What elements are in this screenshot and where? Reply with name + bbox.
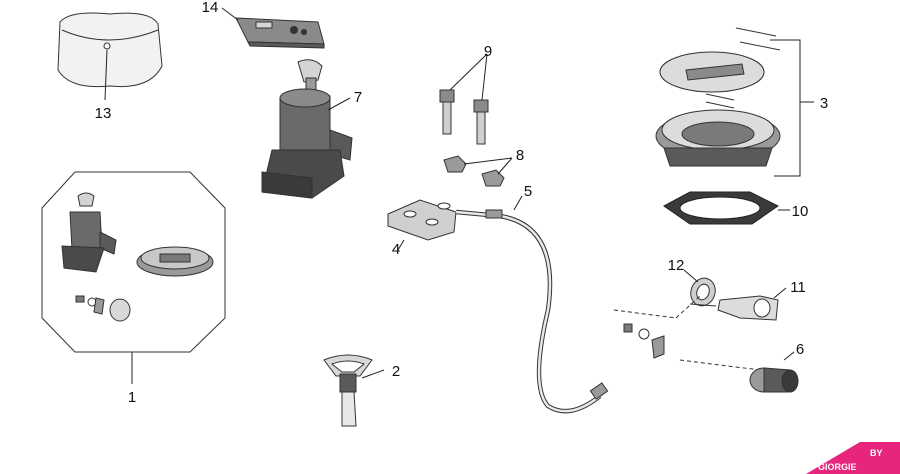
part-10-gasket xyxy=(663,191,779,225)
callout-5: 5 xyxy=(524,183,532,200)
callout-8: 8 xyxy=(516,147,524,164)
part-6-cylinder xyxy=(749,367,799,393)
leader-7 xyxy=(327,97,351,111)
leader-9 xyxy=(449,53,488,101)
callout-2: 2 xyxy=(392,363,400,380)
part-7-ignition-lock xyxy=(261,59,353,199)
brand-line-2: GIORGIE xyxy=(818,462,857,472)
brand-logo: BY GIORGIE xyxy=(806,442,900,474)
leader-8 xyxy=(463,157,513,175)
part-5-cable xyxy=(455,209,609,414)
callout-9: 9 xyxy=(484,43,492,60)
part-13-cover xyxy=(57,12,163,88)
part-3-fuel-cap xyxy=(655,27,781,167)
part-4-bracket xyxy=(387,199,457,241)
part-14-key-pack xyxy=(235,17,325,49)
leader-3 xyxy=(770,39,814,177)
callout-14: 14 xyxy=(202,0,219,16)
part-1-lock-set-group xyxy=(41,171,226,353)
part-small-fasteners xyxy=(613,295,761,371)
part-2-key xyxy=(323,354,373,427)
callout-6: 6 xyxy=(796,341,804,358)
leader-5 xyxy=(513,195,523,211)
callout-4: 4 xyxy=(392,241,400,258)
leader-11 xyxy=(773,287,787,299)
leader-13 xyxy=(104,49,108,101)
callout-13: 13 xyxy=(95,105,112,122)
leader-2 xyxy=(361,369,385,379)
leader-4 xyxy=(397,239,405,251)
callout-7: 7 xyxy=(354,89,362,106)
part-9-bolts xyxy=(439,89,489,145)
part-11-plate xyxy=(689,295,779,321)
callout-10: 10 xyxy=(792,203,809,220)
callout-12: 12 xyxy=(668,257,685,274)
leader-14 xyxy=(221,7,239,21)
callout-11: 11 xyxy=(790,279,806,296)
brand-line-1: BY xyxy=(870,448,883,458)
callout-3: 3 xyxy=(820,95,828,112)
callout-1: 1 xyxy=(128,389,136,406)
leader-6 xyxy=(783,351,795,361)
leader-12 xyxy=(683,269,699,283)
